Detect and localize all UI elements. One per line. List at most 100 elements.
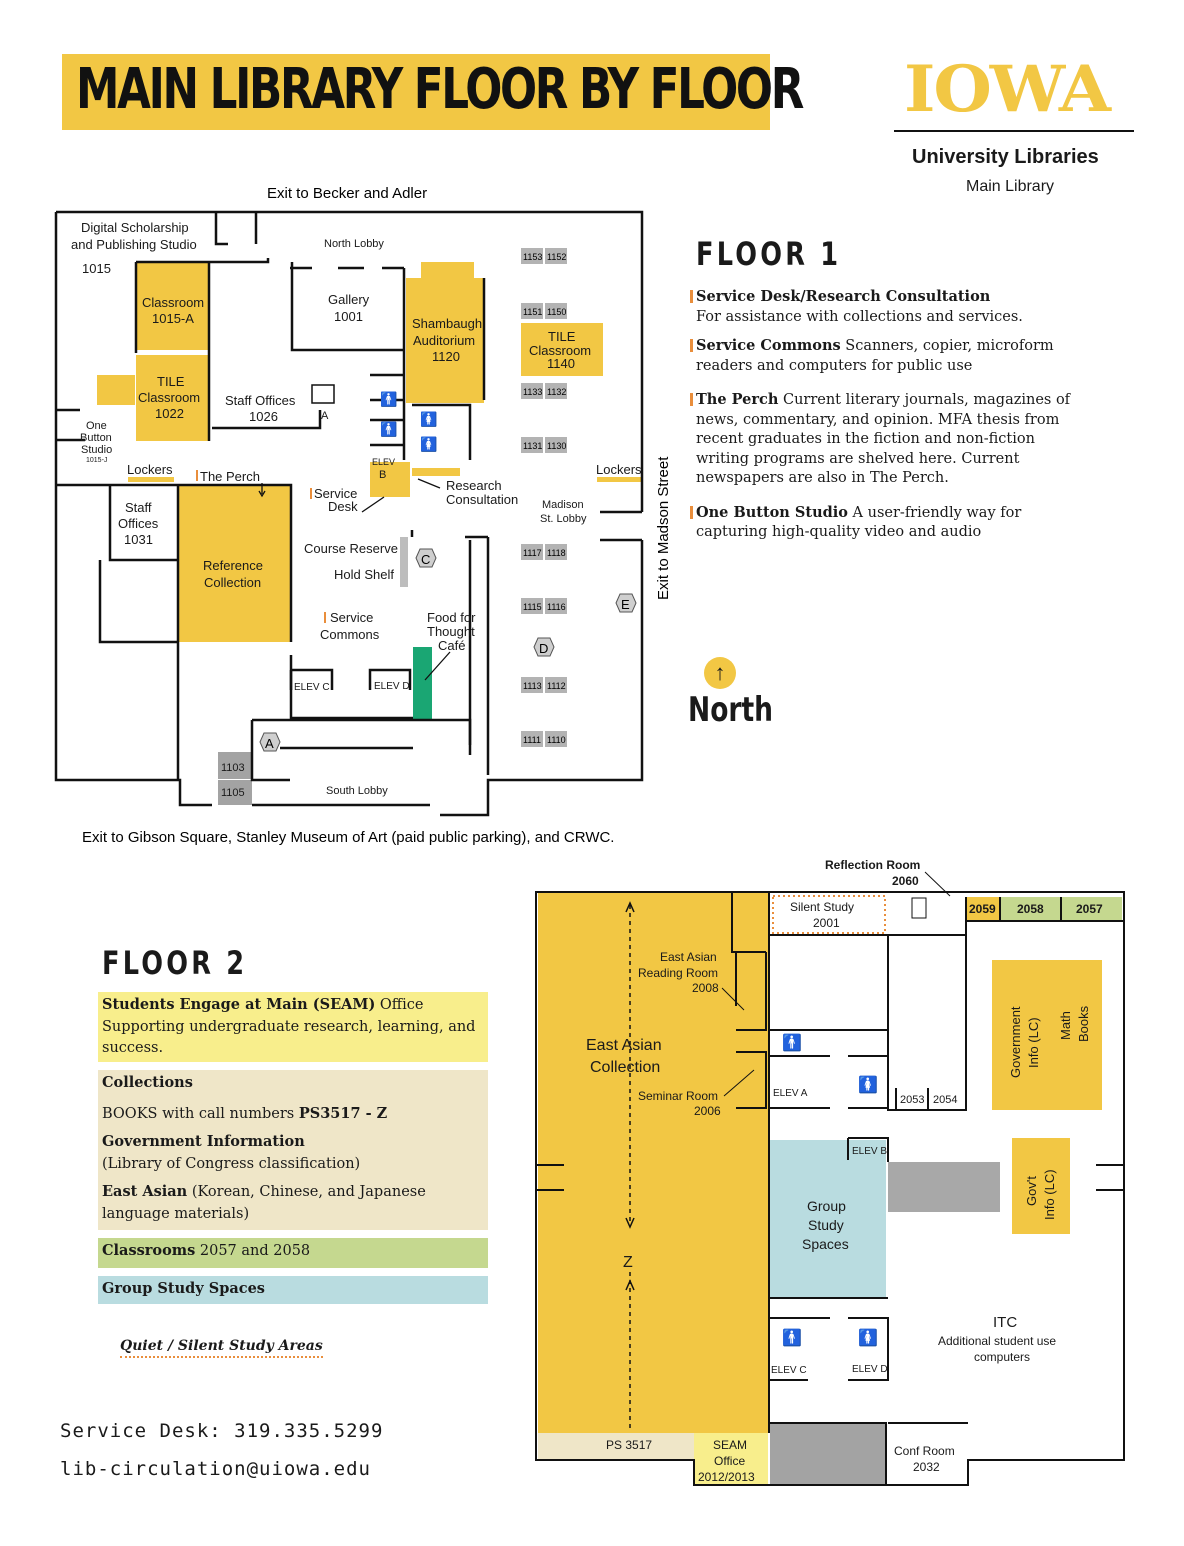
- restroom-icon: 🚺: [858, 1328, 878, 1347]
- room-1105-area: [218, 780, 252, 805]
- study-room-label: 1153: [523, 252, 542, 262]
- svg-text:Collection: Collection: [590, 1059, 660, 1076]
- study-room-1152: [545, 248, 567, 264]
- legend-service-commons: Service Commons Scanners, copier, microf…: [690, 336, 1090, 376]
- study-room-label: 1113: [523, 681, 542, 691]
- contact-email[interactable]: lib-circulation@uiowa.edu: [60, 1458, 371, 1480]
- itc-label: ITC: [993, 1314, 1017, 1331]
- north-arrow-icon: ↑: [704, 657, 736, 689]
- restroom-icon: 🚹: [782, 1328, 802, 1347]
- svg-text:D: D: [539, 641, 548, 656]
- one-button-studio-area: [97, 375, 135, 405]
- restroom-icon: 🚹: [380, 391, 397, 408]
- study-room-label: 1118: [547, 548, 566, 558]
- food-for-thought-label: Food for: [427, 610, 476, 625]
- elev-c-label: ELEV C: [771, 1365, 807, 1376]
- study-room-1133: [521, 383, 543, 399]
- study-room-label: 1133: [523, 387, 542, 397]
- study-room-label: 1151: [523, 307, 542, 317]
- svg-text:E: E: [621, 597, 630, 612]
- floor2-pointers: [721, 871, 951, 1097]
- reference-collection-area: [179, 485, 291, 642]
- north-lobby-label: North Lobby: [324, 238, 384, 250]
- hex-markers: C E D A: [259, 548, 637, 752]
- govt-info-label: Gov't: [1024, 1176, 1039, 1206]
- lockers-east-label: Lockers: [596, 462, 642, 477]
- svg-text:1140: 1140: [547, 356, 575, 371]
- room-2057-area: [1062, 897, 1122, 921]
- floor2-restroom-icons: 🚹 🚺 🚹 🚺: [782, 1033, 878, 1347]
- classroom-1015a-label: Classroom: [142, 295, 204, 310]
- marker-d: D: [533, 637, 555, 657]
- room-2058-label: 2058: [1017, 902, 1044, 916]
- study-room-label: 1110: [547, 735, 566, 745]
- exit-south-label: Exit to Gibson Square, Stanley Museum of…: [82, 829, 614, 846]
- exit-north-label: Exit to Becker and Adler: [267, 185, 427, 202]
- svg-text:computers: computers: [974, 1350, 1030, 1364]
- legend-group-study: Group Study Spaces: [98, 1276, 488, 1304]
- silent-study-outline: [772, 895, 886, 934]
- room-2058-area: [1001, 897, 1061, 921]
- room-2059-label: 2059: [969, 902, 996, 916]
- svg-text:Reading Room: Reading Room: [638, 966, 718, 980]
- study-room-1113: [521, 677, 543, 693]
- seam-office-area: [694, 1433, 768, 1485]
- svg-text:St. Lobby: St. Lobby: [540, 513, 587, 525]
- restroom-icon: 🚺: [420, 411, 437, 428]
- study-room-1132: [545, 383, 567, 399]
- study-room-label: 1115: [523, 602, 542, 612]
- lockers-west: [128, 477, 174, 482]
- room-1103-label: 1103: [221, 762, 245, 774]
- restroom-icons: 🚹 🚺 🚹 🚺: [380, 391, 437, 453]
- svg-text:Desk: Desk: [328, 499, 358, 514]
- service-commons-label: Service: [330, 610, 373, 625]
- floor2-walls: [535, 891, 1125, 1486]
- floor-2-heading: FLOOR 2: [102, 944, 248, 982]
- svg-text:2008: 2008: [692, 981, 719, 995]
- hold-shelf-label: Hold Shelf: [334, 567, 394, 582]
- svg-text:C: C: [421, 552, 430, 567]
- svg-text:1015-A: 1015-A: [152, 311, 194, 326]
- elev-d-label: ELEV D: [374, 681, 410, 692]
- one-button-studio-label: One: [86, 420, 107, 432]
- elev-b-label: ELEV: [372, 457, 395, 467]
- svg-text:1022: 1022: [155, 406, 184, 421]
- reflection-room-label: Reflection Room: [825, 858, 920, 872]
- east-asian-reading-room-label: East Asian: [660, 950, 717, 964]
- svg-text:Thought: Thought: [427, 624, 475, 639]
- svg-text:Classroom: Classroom: [529, 343, 591, 358]
- marker-c: C: [415, 548, 437, 568]
- marker-e: E: [615, 593, 637, 613]
- elev-a-label: ELEV A: [773, 1088, 808, 1099]
- study-room-1150: [545, 303, 567, 319]
- tile-1140-label: TILE: [548, 329, 576, 344]
- floor-1-heading: FLOOR 1: [696, 235, 842, 273]
- group-study-area: [770, 1140, 886, 1298]
- shambaugh-label: Shambaugh: [412, 316, 482, 331]
- restroom-icon: 🚹: [782, 1033, 802, 1052]
- food-for-thought-cafe-area: [413, 647, 432, 719]
- svg-text:2006: 2006: [694, 1104, 721, 1118]
- org-name: University Libraries: [912, 146, 1099, 168]
- svg-text:1026: 1026: [249, 409, 278, 424]
- hold-shelf-area: [400, 537, 408, 587]
- madison-lobby-label: Madison: [542, 499, 584, 511]
- study-room-label: 1152: [547, 252, 566, 262]
- call-number-range-arrow: [625, 901, 635, 1430]
- study-room-label: 1117: [523, 548, 542, 558]
- room-1105-label: 1105: [221, 787, 245, 799]
- building-name: Main Library: [966, 178, 1055, 195]
- service-desk-phone[interactable]: Service Desk: 319.335.5299: [60, 1420, 384, 1442]
- svg-text:Offices: Offices: [118, 516, 159, 531]
- room-2054-label: 2054: [933, 1094, 957, 1106]
- floor1-walls: [54, 210, 644, 817]
- restroom-icon: 🚺: [858, 1075, 878, 1094]
- svg-text:B: B: [379, 469, 386, 481]
- svg-text:1120: 1120: [432, 349, 460, 364]
- marker-a: A: [259, 732, 281, 752]
- study-room-label: 1111: [523, 735, 541, 745]
